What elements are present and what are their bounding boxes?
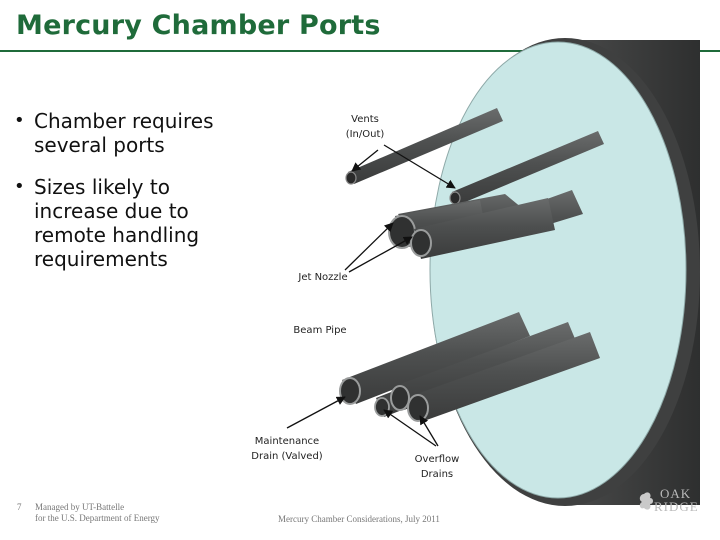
vent-pipe-right	[452, 131, 604, 205]
overflow-drain-opening-2	[407, 394, 429, 422]
maintenance-label-line1: Maintenance	[254, 436, 320, 447]
jet-nozzle-right-pipe	[414, 198, 555, 259]
overflow-drain-pipe-2	[411, 332, 600, 422]
vents-arrow-right	[383, 144, 456, 189]
jet-nozzle-arrow-1	[344, 222, 394, 271]
beam-pipe-label: Beam Pipe	[293, 325, 347, 336]
chamber-face	[429, 41, 687, 499]
overflow-drains-label: Overflow Drains	[404, 452, 470, 482]
bullet-item: • Chamber requires several ports	[14, 109, 244, 157]
footer-center-text: Mercury Chamber Considerations, July 201…	[278, 514, 440, 524]
managed-line2: for the U.S. Department of Energy	[35, 513, 160, 523]
maintenance-drain-label: Maintenance Drain (Valved)	[244, 434, 330, 464]
managed-line1: Managed by UT-Battelle	[35, 502, 125, 512]
bullet-item: • Sizes likely to increase due to remote…	[14, 175, 244, 271]
vent-pipe-left	[348, 108, 503, 184]
title-divider	[0, 50, 720, 52]
beam-pipe	[342, 312, 530, 404]
bullet-text: Chamber requires several ports	[34, 109, 214, 157]
overflow-label-line2: Drains	[420, 469, 454, 480]
vent-pipe-right-opening	[449, 191, 461, 205]
vents-label: Vents (In/Out)	[330, 112, 400, 142]
oak-leaf-icon	[639, 492, 653, 510]
bullet-dot-icon: •	[14, 110, 25, 131]
vents-label-line1: Vents	[351, 114, 379, 125]
bullet-text: Sizes likely to increase due to remote h…	[34, 175, 200, 271]
vent-pipe-left-opening	[345, 171, 357, 185]
overflow-arrow-2	[419, 415, 439, 447]
maintenance-label-line2: Drain (Valved)	[251, 451, 323, 462]
bullet-list: • Chamber requires several ports • Sizes…	[14, 109, 244, 271]
jet-nozzle-label: Jet Nozzle	[298, 272, 348, 283]
beam-pipe-opening	[339, 377, 361, 405]
logo-text-line1: OAK	[660, 486, 692, 501]
page-number: 7	[17, 502, 22, 512]
oak-ridge-logo: OAK RIDGE	[638, 486, 704, 528]
maintenance-arrow	[286, 396, 346, 429]
overflow-drain-opening-1	[390, 385, 410, 411]
slide-title: Mercury Chamber Ports	[16, 10, 381, 41]
maintenance-drain-opening	[374, 397, 390, 417]
managed-by-text: Managed by UT-Battelle for the U.S. Depa…	[35, 502, 160, 524]
logo-text-line2: RIDGE	[654, 499, 699, 514]
overflow-label-line1: Overflow	[414, 454, 460, 465]
overflow-arrow-1	[383, 409, 437, 447]
vents-label-line2: (In/Out)	[345, 129, 385, 140]
vents-arrow-left	[351, 149, 379, 172]
jet-nozzle-arrow-2	[348, 236, 413, 273]
bullet-dot-icon: •	[14, 176, 25, 197]
jet-nozzle-right-opening	[410, 229, 432, 257]
